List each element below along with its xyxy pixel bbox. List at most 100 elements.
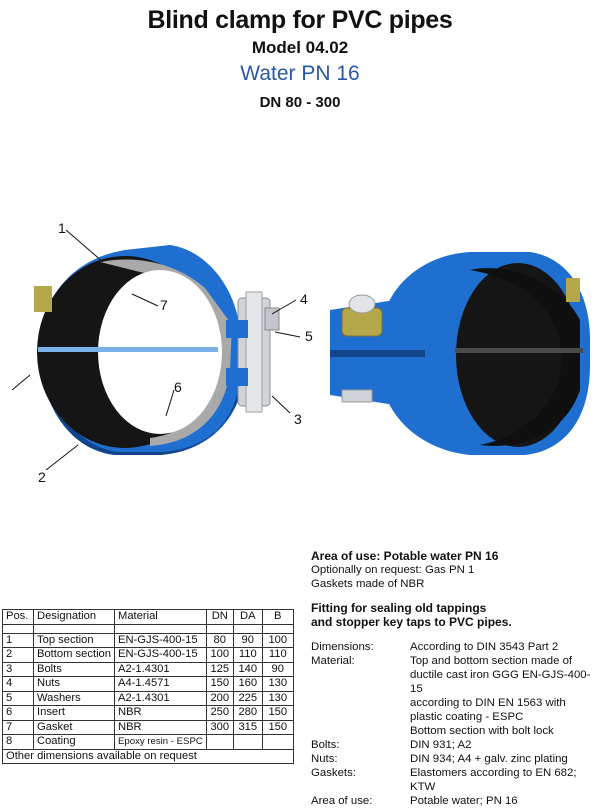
- cell-designation: Nuts: [33, 676, 115, 692]
- header-material: Material: [114, 609, 207, 625]
- spec-row: Area of use: Potable water; PN 16: [311, 794, 600, 808]
- page-title: Blind clamp for PVC pipes: [147, 6, 453, 34]
- cell-pos: 6: [2, 705, 34, 721]
- area-heading: Area of use: Potable water PN 16: [311, 549, 499, 563]
- table-header-row: Pos. Designation Material DN DA B: [2, 609, 294, 625]
- cell-pos: 3: [2, 661, 34, 677]
- spec-row: according to DIN EN 1563 with: [311, 696, 600, 710]
- spec-label: [311, 724, 410, 738]
- cell-dn: 100: [205, 647, 234, 663]
- spec-row: Gaskets:Elastomers according to EN 682; …: [311, 766, 600, 794]
- table-row: 8 Coating Epoxy resin - ESPC: [2, 734, 294, 750]
- cell-material: EN-GJS-400-15: [114, 647, 207, 663]
- cell-dn: 300: [205, 719, 234, 735]
- spec-row: Dimensions:According to DIN 3543 Part 2: [311, 640, 600, 654]
- cell-b: 130: [261, 690, 294, 706]
- cell-b: 150: [261, 719, 294, 735]
- cell-da: 160: [232, 676, 263, 692]
- cell-dn: [205, 734, 234, 750]
- callout-2: 2: [38, 469, 46, 485]
- left-clamp-image: [34, 245, 280, 455]
- dn-range: DN 80 - 300: [259, 94, 341, 111]
- callout-1: 1: [58, 220, 66, 236]
- water-rating: Water PN 16: [240, 62, 360, 85]
- cell-material: A2-1.4301: [114, 690, 207, 706]
- spec-label: [311, 696, 410, 710]
- clamp-illustration: 1 7 6 2 4 5 3: [11, 220, 590, 485]
- table-footer-note: Other dimensions available on request: [2, 748, 294, 764]
- table-row: 1 Top section EN-GJS-400-15 80 90 100: [2, 632, 294, 648]
- cell-designation: Coating: [33, 734, 115, 750]
- callout-4: 4: [300, 291, 308, 307]
- right-clamp-image: [330, 252, 590, 455]
- header-designation: Designation: [33, 609, 115, 625]
- spec-value: Bottom section with bolt lock: [410, 725, 554, 737]
- header-dn: DN: [205, 609, 234, 625]
- spec-row: ductile cast iron GGG EN-GJS-400-15: [311, 668, 600, 696]
- spec-label: Gaskets:: [311, 767, 356, 779]
- cell-pos: 5: [2, 690, 34, 706]
- spec-label: [311, 668, 410, 696]
- spec-value: plastic coating - ESPC: [410, 711, 524, 723]
- table-spacer-row: [2, 623, 294, 634]
- spec-label: Nuts:: [311, 753, 338, 765]
- cell-pos: 2: [2, 647, 34, 663]
- cell-da: 315: [232, 719, 263, 735]
- table-row: 5 Washers A2-1.4301 200 225 130: [2, 690, 294, 706]
- cell-da: 280: [232, 705, 263, 721]
- cell-b: 130: [261, 676, 294, 692]
- cell-material: A4-1.4571: [114, 676, 207, 692]
- cell-designation: Bottom section: [33, 647, 115, 663]
- cell-da: 225: [232, 690, 263, 706]
- spec-value: DIN 934; A4 + galv. zinc plating: [410, 753, 568, 765]
- callout-lines: [11, 229, 301, 471]
- model-number: Model 04.02: [251, 38, 349, 57]
- table-row: 4 Nuts A4-1.4571 150 160 130: [2, 676, 294, 692]
- spec-value: Potable water; PN 16: [410, 795, 518, 807]
- header-pos: Pos.: [2, 609, 34, 625]
- parts-table: Pos. Designation Material DN DA B 1 Top …: [2, 609, 294, 764]
- cell-dn: 150: [205, 676, 234, 692]
- cell-b: 150: [261, 705, 294, 721]
- cell-da: 140: [232, 661, 263, 677]
- spec-label: [311, 710, 410, 724]
- cell-pos: 1: [2, 632, 34, 648]
- cell-material: NBR: [114, 719, 207, 735]
- table-row: 6 Insert NBR 250 280 150: [2, 705, 294, 721]
- spec-label: Area of use:: [311, 795, 373, 807]
- cell-dn: 125: [205, 661, 234, 677]
- callout-5: 5: [305, 328, 313, 344]
- cell-da: 110: [232, 647, 263, 663]
- cell-material: EN-GJS-400-15: [114, 632, 207, 648]
- cell-designation: Washers: [33, 690, 115, 706]
- spec-value: DIN 931; A2: [410, 739, 472, 751]
- cell-dn: 250: [205, 705, 234, 721]
- table-row: 3 Bolts A2-1.4301 125 140 90: [2, 661, 294, 677]
- cell-designation: Insert: [33, 705, 115, 721]
- area-gasket-line: Gaskets made of NBR: [311, 578, 425, 590]
- cell-dn: 200: [205, 690, 234, 706]
- spec-value: According to DIN 3543 Part 2: [410, 641, 559, 653]
- spec-value: Top and bottom section made of: [410, 655, 573, 667]
- header-b: B: [261, 609, 294, 625]
- spec-row: plastic coating - ESPC: [311, 710, 600, 724]
- spec-row: Bolts:DIN 931; A2: [311, 738, 600, 752]
- cell-pos: 7: [2, 719, 34, 735]
- cell-designation: Top section: [33, 632, 115, 648]
- cell-pos: 8: [2, 734, 34, 750]
- table-footer-row: Other dimensions available on request: [2, 748, 294, 764]
- cell-b: [261, 734, 294, 750]
- callout-7: 7: [160, 297, 168, 313]
- spec-row: Bottom section with bolt lock: [311, 724, 600, 738]
- specification-panel: Area of use: Potable water PN 16 Optiona…: [311, 549, 600, 808]
- spec-row: Nuts: DIN 934; A4 + galv. zinc plating: [311, 752, 600, 766]
- spec-value: ductile cast iron GGG EN-GJS-400-15: [410, 669, 591, 695]
- cell-material: A2-1.4301: [114, 661, 207, 677]
- cell-da: 90: [232, 632, 263, 648]
- cell-material: NBR: [114, 705, 207, 721]
- spec-label: Material:: [311, 655, 355, 667]
- cell-dn: 80: [205, 632, 234, 648]
- spec-value: according to DIN EN 1563 with: [410, 697, 566, 709]
- cell-b: 90: [261, 661, 294, 677]
